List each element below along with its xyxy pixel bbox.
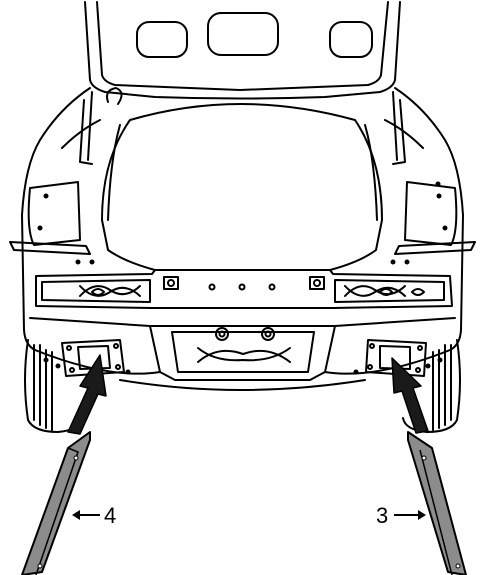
body-shell [21,87,464,351]
trunk-opening [101,103,383,271]
insert-arrow-left [67,354,107,435]
trunk-opening-lip [107,124,378,221]
callout-4: 4 [72,503,116,528]
rear-cross-member [35,269,453,309]
callout-3-arrowhead [418,510,426,520]
trunk-struts [79,87,406,165]
vehicle-rear-view [9,1,476,433]
tail-light-left [9,181,95,265]
frame-member-left [21,431,91,575]
tire-right [402,339,461,433]
mount-bracket-right [365,339,427,377]
frame-member-right [407,431,467,575]
trunk-lid [84,1,401,100]
callout-4-arrowhead [72,510,80,520]
insert-arrow-right [391,357,429,434]
tail-light-right [390,181,476,265]
callout-4-label: 4 [104,503,116,528]
mount-bracket-left [61,339,125,377]
callout-3-label: 3 [376,503,388,528]
callout-3: 3 [376,503,426,528]
